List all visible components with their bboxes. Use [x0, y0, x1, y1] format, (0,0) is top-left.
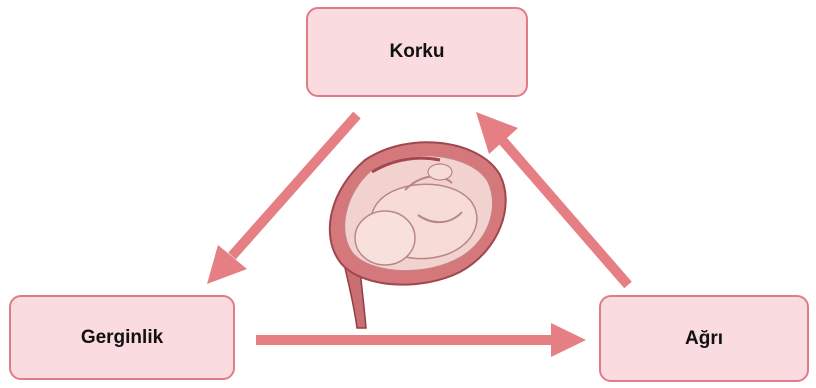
node-korku-label: Korku — [390, 41, 445, 63]
node-agri-label: Ağrı — [685, 328, 723, 350]
node-korku: Korku — [306, 7, 528, 97]
fetus-in-uterus-illustration — [330, 142, 506, 328]
arrow-korku-to-gerginlik — [207, 115, 357, 284]
node-agri: Ağrı — [599, 295, 809, 382]
arrow-gerginlik-to-agri — [256, 323, 586, 357]
node-gerginlik: Gerginlik — [9, 295, 235, 380]
node-gerginlik-label: Gerginlik — [81, 327, 163, 349]
